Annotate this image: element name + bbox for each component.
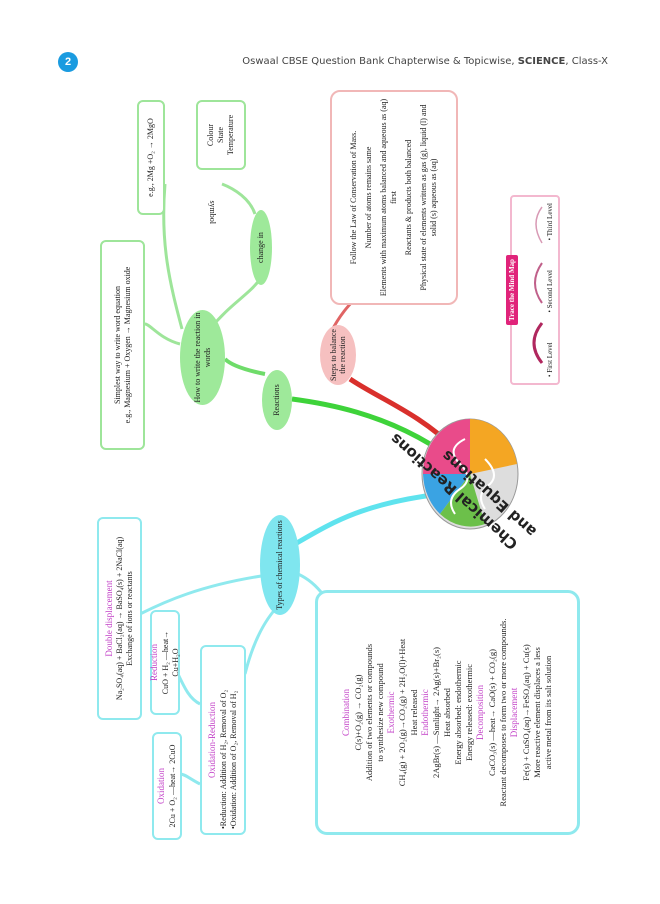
displacement-equation: Fe(s) + CuSO₄(aq)→FeSO₄(aq) + Cu(s) (520, 644, 531, 781)
connector-word-eq (144, 322, 181, 346)
displacement-title: Displacement (509, 687, 520, 738)
double-displacement-title: Double displacement (103, 580, 114, 657)
endothermic-desc-3: Energy released: exothermic (464, 663, 475, 762)
connector-how (223, 357, 266, 376)
redox-line-2: •Oxidation: Addition of O₂, Removal of H… (228, 690, 238, 829)
oxidation-box: Oxidation 2Cu + O₂ ―heat→ 2CuO (152, 732, 182, 840)
reduction-equation: CuO + H₂ ―heat→ Cu+H₂O (160, 630, 180, 695)
balance-step: Physical state of elements written as ga… (419, 104, 438, 291)
double-displacement-equation: Na₂SO₄(aq) + BaCl₂(aq) → BaSO₄(s) + 2NaC… (115, 536, 125, 701)
combination-desc-1: Addition of two elements or compounds (363, 643, 374, 782)
change-colour: Colour (206, 123, 215, 147)
combination-equation: C(s)+O₂(g) → CO₂(g) (352, 674, 363, 751)
exothermic-equation: CH₄(g) + 2O₂(g)→CO₂(g) + 2H₂O(l)+Heat (397, 638, 408, 787)
double-displacement-desc: Exchange of ions or reactants (125, 571, 135, 666)
reduction-box: Reduction CuO + H₂ ―heat→ Cu+H₂O (149, 610, 180, 715)
page-header-title: Oswaal CBSE Question Bank Chapterwise & … (242, 56, 608, 67)
oxidation-equation: 2Cu + O₂ ―heat→ 2CuO (167, 744, 177, 828)
decomposition-desc: Reactant decomposes to form two or more … (498, 618, 509, 807)
page-number: 2 (58, 52, 78, 72)
balance-step: Number of atoms remains same (364, 146, 373, 249)
connector-oxidation (179, 772, 201, 786)
brain-icon (421, 418, 519, 530)
reactions-node: Reactions (262, 370, 292, 430)
legend-first-level: • First Level (546, 342, 554, 377)
balance-node: Steps to balance the reaction (320, 325, 356, 385)
word-equation-line-2: e.g., Magnesium + Oxygen → Magnesium oxi… (122, 266, 132, 424)
displacement-desc-2: active metal from its salt solution (543, 655, 553, 770)
combination-title: Combination (340, 689, 351, 736)
mind-map-legend: Trace the Mind Map • First Level • Secon… (506, 195, 560, 385)
change-temperature: Temperature (226, 114, 235, 156)
endothermic-equation: 2AgBr(s) ―Sunlight→ 2Ag(s)+Br₂(s) (431, 647, 442, 779)
change-state: State (216, 127, 225, 143)
oxidation-title: Oxidation (156, 768, 167, 804)
connector-double-displacement (139, 572, 276, 616)
connector-green-main (291, 396, 432, 447)
redox-line-1: •Reduction: Addition of H₂, Removal of O… (218, 689, 228, 829)
balance-label: Steps to balance the reaction (328, 329, 347, 381)
reduction-title: Reduction (149, 644, 160, 681)
legend-second-level: • Second Level (546, 270, 554, 313)
how-to-write-label: How to write the reaction in words (193, 312, 212, 403)
changes-box: Colour State Temperature (196, 100, 246, 170)
reaction-types-box: Combination C(s)+O₂(g) → CO₂(g) Addition… (315, 590, 580, 835)
header-prefix: Oswaal CBSE Question Bank Chapterwise & … (242, 56, 518, 67)
change-in-node: change in (250, 210, 272, 285)
exothermic-desc: Heat released (408, 689, 419, 736)
word-equation-line-1: Simplest way to write word equation (112, 286, 122, 404)
decomposition-title: Decomposition (475, 685, 486, 740)
connector-redox (243, 602, 282, 675)
combination-desc-2: to synthesize new compound (374, 663, 385, 762)
endothermic-title: Endothermic (419, 689, 430, 736)
connector-cyan-main (293, 491, 441, 547)
connector-reduction (176, 673, 201, 706)
double-displacement-box: Double displacement Na₂SO₄(aq) + BaCl₂(a… (97, 517, 142, 720)
legend-line-icons (532, 206, 544, 364)
balance-steps-box: Follow the Law of Conservation of Mass. … (330, 90, 458, 305)
connector-symbol-eq (162, 183, 184, 330)
balance-step: Reactants & products both balanced (404, 139, 413, 256)
change-in-label: change in (256, 232, 266, 263)
endothermic-desc-2: Energy absorbed: endothermic (453, 660, 464, 765)
reactions-label: Reactions (272, 384, 282, 416)
types-node: Types of chemical reactions (260, 515, 300, 615)
redox-title: Oxidation-Reduction (207, 702, 218, 778)
word-equation-box: Simplest way to write word equation e.g.… (100, 240, 145, 450)
balance-step: Elements with maximum atoms balanced and… (379, 98, 398, 297)
symbol-equation: e.g., 2Mg +O₂ → 2MgO (146, 118, 155, 197)
decomposition-equation: CaCO₃(s) ―heat→ CaO(s) + CO₂(g) (487, 649, 498, 776)
how-to-write-node: How to write the reaction in words (180, 310, 225, 405)
symbol-label: symbol (208, 200, 217, 224)
redox-box: Oxidation-Reduction •Reduction: Addition… (200, 645, 246, 835)
symbol-equation-box: e.g., 2Mg +O₂ → 2MgO (137, 100, 165, 215)
header-suffix: , Class-X (565, 56, 608, 67)
connector-changes (221, 182, 257, 215)
endothermic-desc-1: Heat absorbed (442, 688, 453, 737)
displacement-desc-1: More reactive element displaces a less (531, 647, 542, 778)
legend-third-level: • Third Level (546, 203, 554, 241)
header-subject: SCIENCE (517, 56, 566, 67)
types-label: Types of chemical reactions (275, 520, 285, 610)
balance-step: Follow the Law of Conservation of Mass. (349, 130, 358, 265)
legend-title: Trace the Mind Map (506, 255, 518, 325)
exothermic-title: Exothermic (385, 691, 396, 734)
